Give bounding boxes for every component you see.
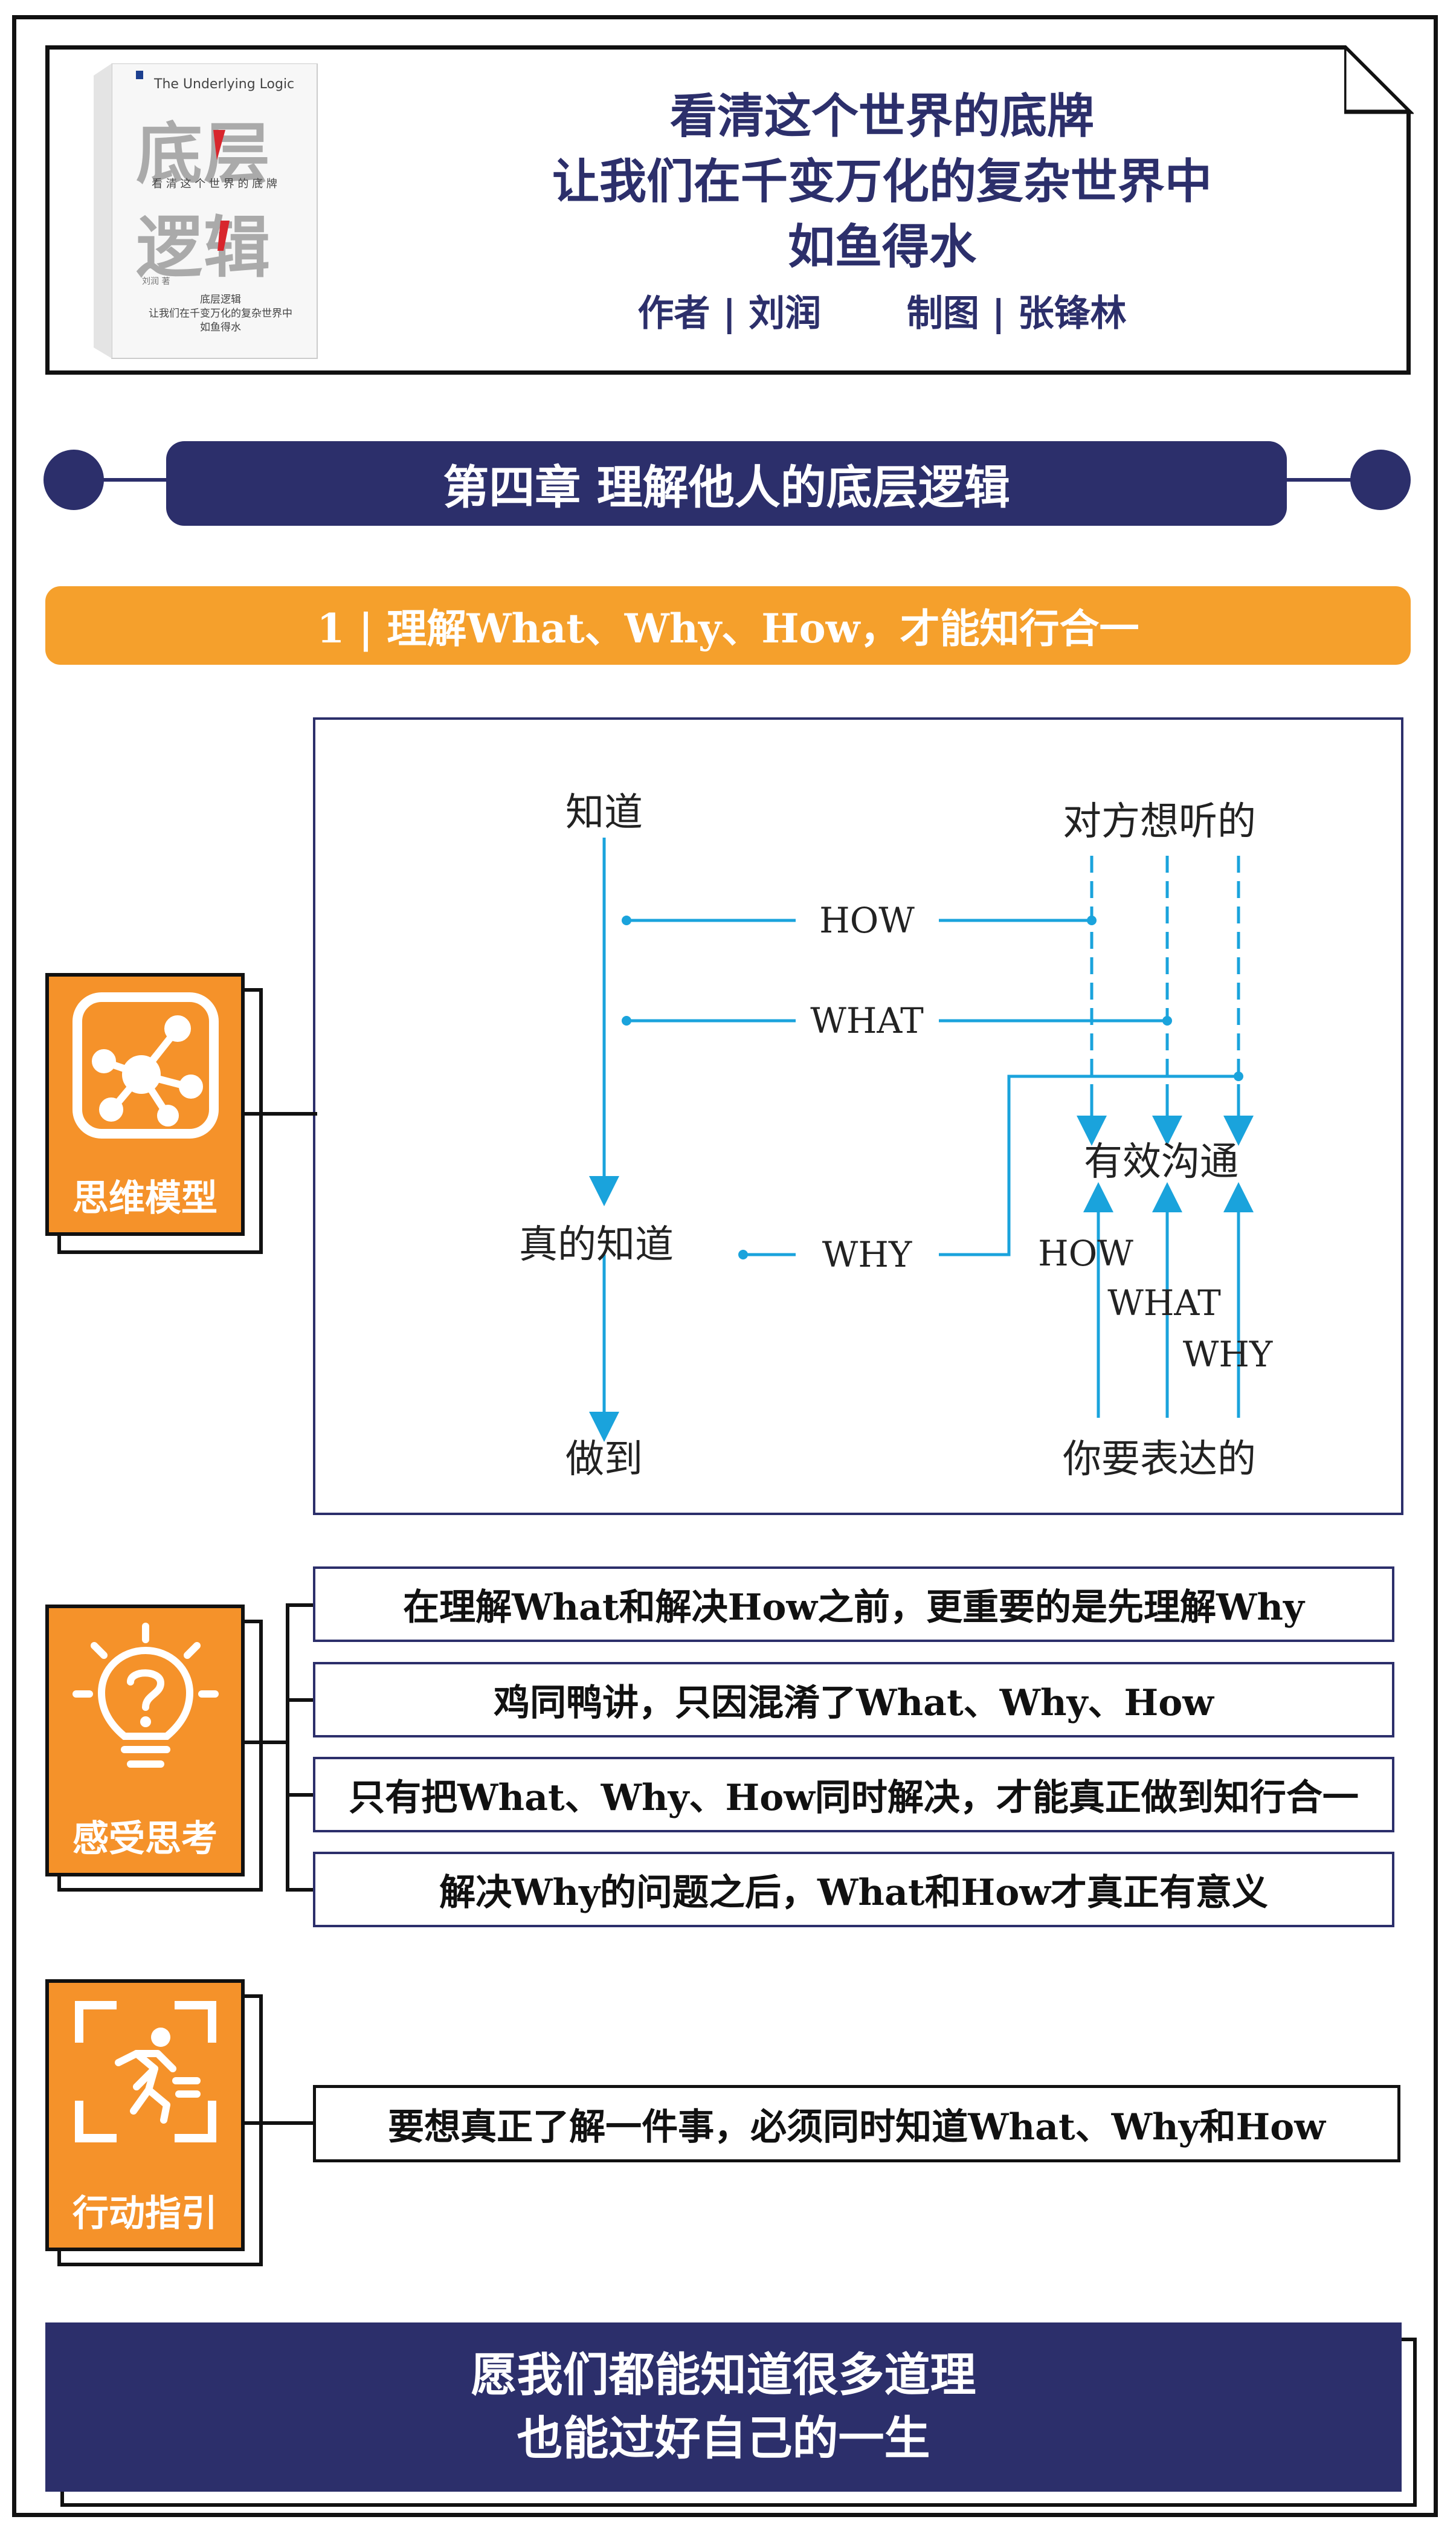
footer-banner: 愿我们都能知道很多道理 也能过好自己的一生 (45, 2322, 1402, 2492)
label-speaker: 你要表达的 (1063, 1437, 1256, 1482)
folded-corner (1344, 45, 1414, 114)
label-know: 知道 (565, 790, 643, 835)
book-cover: The Underlying Logic 底层 看 清 这 个 世 界 的 底 … (94, 63, 323, 360)
label-listener: 对方想听的 (1063, 800, 1256, 844)
red-stroke-icon (213, 130, 225, 160)
bracket-tick (286, 1793, 316, 1797)
lightbulb-icon (72, 1623, 219, 1768)
illustrator-credit: 制图 | 张锋林 (906, 293, 1127, 335)
book-author: 刘润 著 (142, 277, 170, 286)
header-subtitle-line1: 看清这个世界的底牌 (669, 89, 1094, 144)
bracket-tick (286, 1888, 316, 1892)
badge-thinking: 感受思考 (45, 1605, 245, 1876)
thinking-bracket (286, 1603, 289, 1890)
header-subtitle-line2: 让我们在千变万化的复杂世界中 (552, 155, 1212, 209)
book-title-bottom: 逻辑 (136, 209, 271, 286)
node-how-end (1087, 916, 1097, 925)
page-frame (12, 15, 1438, 2517)
book-blurb: 底层逻辑 让我们在千变万化的复杂世界中 如鱼得水 (149, 294, 292, 334)
thought-box-2: 鸡同鸭讲，只因混淆了What、Why、How (313, 1662, 1394, 1737)
why-line-right (939, 1075, 1239, 1256)
badge-action-label: 行动指引 (72, 2193, 217, 2235)
label-do: 做到 (565, 1437, 643, 1482)
label-what-speaker: WHAT (1107, 1282, 1221, 1324)
label-effective: 有效沟通 (1084, 1140, 1239, 1185)
label-truly-know: 真的知道 (519, 1223, 674, 1267)
communication-diagram: 知道 真的知道 做到 对方想听的 有效沟通 你要表达的 HOW WHAT WHY… (313, 717, 1403, 1515)
network-icon (72, 992, 219, 1139)
badge-action: 行动指引 (45, 1979, 245, 2251)
node-what-end (1162, 1016, 1172, 1026)
badge-thinking-label: 感受思考 (72, 1818, 217, 1860)
book-title-en: The Underlying Logic (154, 77, 295, 92)
section-title: 1 | 理解What、Why、How，才能知行合一 (45, 586, 1411, 665)
label-how-speaker: HOW (1038, 1233, 1133, 1274)
thinking-connector (245, 1741, 287, 1744)
model-connector (245, 1112, 317, 1116)
thought-box-4: 解决Why的问题之后，What和How才真正有意义 (313, 1852, 1394, 1927)
label-how-main: HOW (819, 900, 915, 941)
author-credit: 作者 | 刘润 (637, 293, 822, 335)
header-credits: 作者 | 刘润 制图 | 张锋林 (495, 284, 1269, 337)
chapter-dot-right (1350, 450, 1411, 510)
footer-line2: 也能过好自己的一生 (517, 2411, 930, 2465)
book-tagline: 看 清 这 个 世 界 的 底 牌 (152, 178, 277, 190)
label-why-main: WHY (822, 1234, 912, 1275)
chapter-title: 第四章 理解他人的底层逻辑 (166, 441, 1287, 526)
chapter-dot-left (43, 450, 104, 510)
bracket-tick (286, 1603, 316, 1607)
thought-box-3: 只有把What、Why、How同时解决，才能真正做到知行合一 (313, 1757, 1394, 1832)
node-why-start (738, 1250, 748, 1259)
node-how-start (622, 916, 631, 925)
node-what-start (622, 1016, 631, 1026)
book-title-top: 底层 (136, 115, 271, 193)
label-what-main: WHAT (810, 1000, 924, 1041)
label-why-speaker: WHY (1183, 1334, 1273, 1375)
badge-model: 思维模型 (45, 973, 245, 1236)
action-box: 要想真正了解一件事，必须同时知道What、Why和How (313, 2085, 1400, 2162)
diagram-canvas: 知道 真的知道 做到 对方想听的 有效沟通 你要表达的 HOW WHAT WHY… (519, 790, 1273, 1482)
badge-model-label: 思维模型 (72, 1177, 217, 1220)
thought-box-1: 在理解What和解决How之前，更重要的是先理解Why (313, 1566, 1394, 1642)
node-why-end (1234, 1071, 1243, 1081)
red-stroke-icon (217, 221, 230, 251)
running-person-icon (75, 2001, 216, 2142)
bracket-tick (286, 1698, 316, 1702)
action-connector (245, 2121, 317, 2125)
header-subtitle-line3: 如鱼得水 (787, 220, 976, 274)
footer-line1: 愿我们都能知道很多道理 (471, 2348, 976, 2402)
